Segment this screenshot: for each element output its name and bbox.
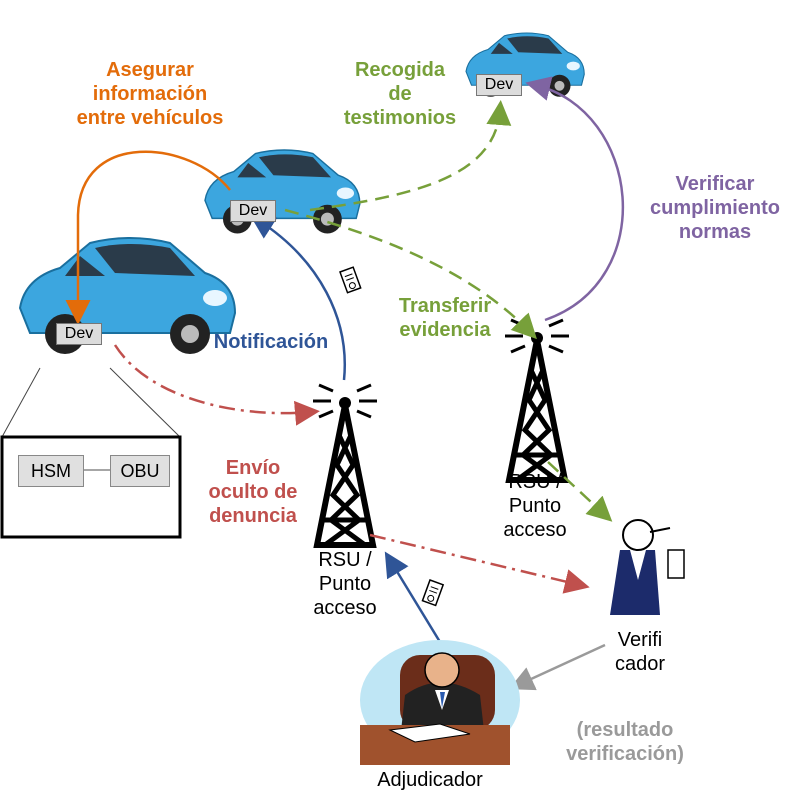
rsu-tower-right xyxy=(505,320,569,480)
arrow-notificacion xyxy=(249,214,346,381)
arrow-resultado xyxy=(508,643,606,691)
arrow-transferir-down xyxy=(547,461,613,522)
arrow-envio-1 xyxy=(113,344,320,426)
dev-label-top: Dev xyxy=(476,74,522,96)
hsm-box: HSM xyxy=(18,455,84,487)
dev-label-middle: Dev xyxy=(230,200,276,222)
car-middle xyxy=(204,149,361,235)
inset-box xyxy=(0,367,182,539)
label-adjudicador: Adjudicador xyxy=(377,769,483,791)
certificate-icon xyxy=(339,266,362,294)
arrow-envio-2 xyxy=(369,533,590,594)
arrow-asegurar xyxy=(65,150,231,325)
arrow-adjudicador xyxy=(384,551,442,643)
rsu-tower-left xyxy=(313,385,377,545)
arrow-recogida xyxy=(309,100,512,212)
arrow-transferir xyxy=(284,208,537,340)
dev-label-left: Dev xyxy=(56,323,102,345)
verificador-figure xyxy=(610,519,685,615)
adjudicador-figure xyxy=(360,640,520,765)
arrow-verificar xyxy=(525,76,625,322)
label-notificacion: Notificación xyxy=(213,331,329,353)
certificate-icon xyxy=(421,579,445,607)
obu-box: OBU xyxy=(110,455,170,487)
